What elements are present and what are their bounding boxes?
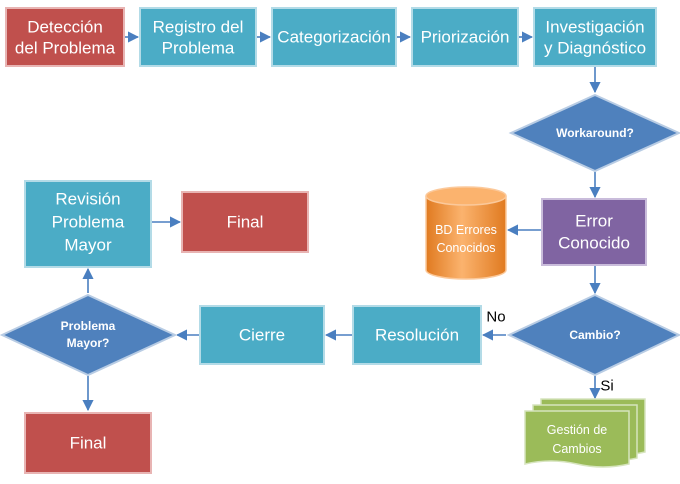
node-investigacion: Investigación y Diagnóstico: [533, 7, 657, 67]
final-top-box: [181, 191, 309, 253]
error-conocido-box: [541, 198, 647, 266]
revision-label-line-3: Mayor: [64, 236, 112, 255]
problema-mayor-diamond: [0, 293, 178, 377]
node-deteccion: Detección del Problema: [5, 7, 125, 67]
document-front: [524, 410, 630, 468]
investigacion-label-line-1: Investigación: [545, 18, 644, 37]
database-cylinder-body: [425, 196, 507, 280]
resolucion-box: [352, 305, 482, 365]
registro-box: [139, 7, 257, 67]
node-final-top: Final: [181, 191, 309, 253]
final-bottom-label: Final: [70, 434, 107, 453]
priorizacion-label: Priorización: [421, 28, 510, 47]
edge-label-no: No: [486, 309, 505, 326]
cierre-label: Cierre: [239, 326, 285, 345]
categorizacion-label: Categorización: [277, 28, 390, 47]
registro-label-line-1: Registro del: [153, 18, 244, 37]
node-error-conocido: Error Conocido: [541, 198, 647, 266]
resolucion-label: Resolución: [375, 326, 459, 345]
gestion-cambios-label-line-2: Cambios: [552, 442, 601, 456]
cierre-box: [199, 305, 325, 365]
node-cambio: Cambio?: [506, 293, 680, 377]
node-bd-errores: BD Errores Conocidos: [425, 186, 507, 280]
node-revision: Revisión Problema Mayor: [24, 180, 152, 268]
registro-label-line-2: Problema: [162, 39, 235, 58]
node-gestion-cambios: Gestión de Cambios: [524, 398, 646, 468]
node-workaround: Workaround?: [508, 93, 680, 173]
deteccion-box: [5, 7, 125, 67]
workaround-label: Workaround?: [556, 126, 634, 140]
node-final-bottom: Final: [24, 412, 152, 474]
priorizacion-box: [411, 7, 519, 67]
investigacion-label-line-2: y Diagnóstico: [544, 39, 646, 58]
workaround-diamond: [508, 93, 680, 173]
bd-errores-label-line-1: BD Errores: [435, 223, 497, 237]
database-cylinder-top: [425, 186, 507, 206]
node-resolucion: Resolución: [352, 305, 482, 365]
node-categorizacion: Categorización: [271, 7, 397, 67]
error-conocido-label-line-1: Error: [575, 212, 613, 231]
deteccion-label-line-1: Detección: [27, 18, 103, 37]
gestion-cambios-label-line-1: Gestión de: [547, 423, 608, 437]
categorizacion-box: [271, 7, 397, 67]
final-top-label: Final: [227, 213, 264, 232]
node-priorizacion: Priorización: [411, 7, 519, 67]
revision-label-line-2: Problema: [52, 213, 125, 232]
bd-errores-label-line-2: Conocidos: [436, 241, 495, 255]
problema-mayor-label-line-2: Mayor?: [67, 336, 110, 350]
final-bottom-box: [24, 412, 152, 474]
deteccion-label-line-2: del Problema: [15, 39, 116, 58]
node-problema-mayor: Problema Mayor?: [0, 293, 178, 377]
revision-box: [24, 180, 152, 268]
revision-label-line-1: Revisión: [55, 190, 120, 209]
node-cierre: Cierre: [199, 305, 325, 365]
investigacion-box: [533, 7, 657, 67]
problema-mayor-label-line-1: Problema: [61, 319, 116, 333]
cambio-label: Cambio?: [569, 328, 620, 342]
error-conocido-label-line-2: Conocido: [558, 234, 630, 253]
edge-label-si: Si: [600, 378, 613, 395]
connectors: [82, 31, 601, 412]
node-registro: Registro del Problema: [139, 7, 257, 67]
cambio-diamond: [506, 293, 680, 377]
